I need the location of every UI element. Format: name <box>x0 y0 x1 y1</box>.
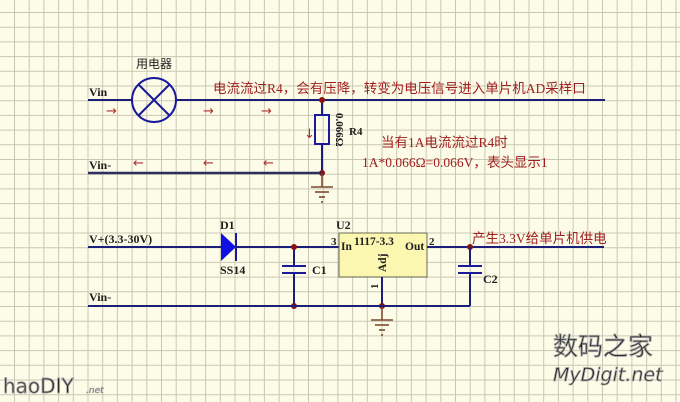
current-arrow-right-2: → <box>203 104 214 119</box>
pin-adj-name: Adj <box>377 253 389 272</box>
c1-ref: C1 <box>312 263 327 277</box>
note-line-2: 1A*0.066Ω=0.066V，表头显示1 <box>362 155 548 170</box>
regulator-circuit: V+(3.3-30V) D1 SS14 C1 U2 1117-3.3 3 In … <box>88 218 607 336</box>
load-lamp-symbol <box>131 77 177 123</box>
load-label: 用电器 <box>136 57 172 71</box>
watermark-site-en: MyDigit.net <box>553 364 664 386</box>
pin-in-name: In <box>341 241 352 253</box>
current-arrow-down: ↓ <box>304 127 315 142</box>
watermark-haodiy-suffix: .net <box>86 386 104 396</box>
c2-ref: C2 <box>483 272 498 286</box>
pin-adj-num: 1 <box>369 284 381 290</box>
output-note: 产生3.3V给单片机供电 <box>472 231 607 246</box>
r4-resistor <box>314 114 330 145</box>
watermarks: 数码之家 MyDigit.net haoDIY .net <box>3 332 665 399</box>
vin-minus-label-2: Vin- <box>89 290 111 304</box>
junction-r4-top <box>319 97 325 103</box>
current-arrow-left-1: ← <box>133 156 144 171</box>
ground-symbol-2 <box>371 306 393 336</box>
diode-part: SS14 <box>220 263 245 277</box>
watermark-site-cn: 数码之家 <box>553 332 653 361</box>
current-arrow-right-3: → <box>261 104 272 119</box>
pin-out-num: 2 <box>429 236 435 248</box>
regulator-ic-body <box>338 232 428 278</box>
current-sense-circuit: Vin 用电器 → → → 电流流过R4，会有压降，转变为电压信号进入单片机AD… <box>88 57 605 203</box>
current-arrow-right-1: → <box>106 104 117 119</box>
pin-in-num: 3 <box>331 236 337 248</box>
r4-ref: R4 <box>349 126 363 138</box>
r4-value: 0.066Ω <box>333 113 345 147</box>
vin-minus-label-1: Vin- <box>89 158 111 172</box>
diode-ref: D1 <box>220 218 235 232</box>
ic-ref: U2 <box>336 218 351 232</box>
ic-part: 1117-3.3 <box>354 236 394 248</box>
diode-d1-symbol <box>221 233 237 261</box>
watermark-haodiy: haoDIY <box>3 374 74 398</box>
vplus-label: V+(3.3-30V) <box>89 232 152 246</box>
junction-c1-top <box>291 244 297 250</box>
current-arrow-left-3: ← <box>263 156 274 171</box>
ground-symbol-1 <box>311 173 333 203</box>
pin-out-name: Out <box>405 241 424 253</box>
vin-label: Vin <box>89 85 108 99</box>
note-line-1: 当有1A电流流过R4时 <box>381 135 508 150</box>
sense-annotation: 电流流过R4，会有压降，转变为电压信号进入单片机AD采样口 <box>213 81 586 96</box>
current-arrow-left-2: ← <box>203 156 214 171</box>
